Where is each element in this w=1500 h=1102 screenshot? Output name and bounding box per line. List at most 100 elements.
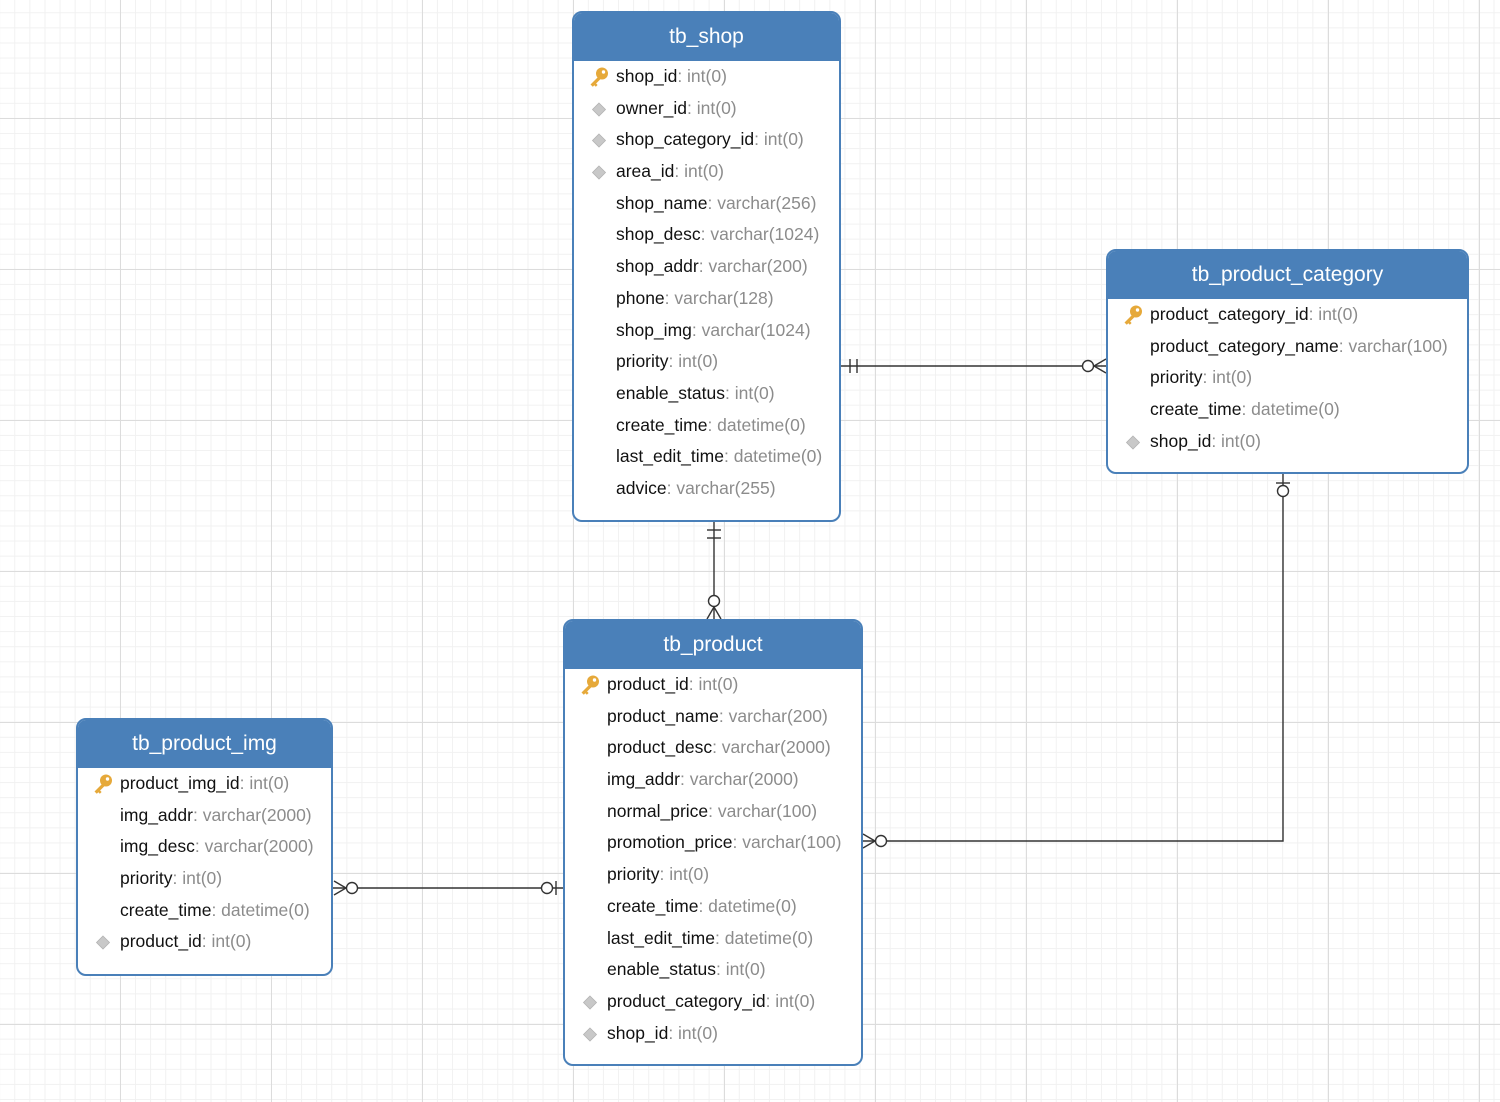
field-row[interactable]: shop_desc: varchar(1024): [574, 219, 839, 251]
relationship-product-product-img[interactable]: [333, 880, 563, 896]
field-row[interactable]: priority: int(0): [574, 346, 839, 378]
field-type: : varchar(1024): [700, 224, 820, 245]
field-type: : int(0): [688, 674, 739, 694]
field-row[interactable]: img_addr: varchar(2000): [78, 800, 331, 832]
field-row[interactable]: priority: int(0): [565, 859, 861, 891]
field-name: shop_addr: [616, 256, 699, 277]
table-header[interactable]: tb_shop: [574, 13, 839, 61]
field-type: : varchar(255): [666, 477, 776, 498]
field-name: priority: [120, 868, 173, 889]
field-list: product_category_id: int(0)product_categ…: [1108, 299, 1467, 457]
field-type: : varchar(2000): [712, 737, 831, 758]
field-name: enable_status: [616, 382, 725, 403]
field-list: product_id: int(0)product_name: varchar(…: [565, 669, 861, 1049]
field-row[interactable]: img_addr: varchar(2000): [565, 764, 861, 796]
field-row[interactable]: product_desc: varchar(2000): [565, 732, 861, 764]
field-type: : int(0): [677, 66, 727, 86]
field-row[interactable]: create_time: datetime(0): [78, 895, 331, 927]
field-name: shop_desc: [616, 224, 701, 245]
field-type: : datetime(0): [714, 927, 814, 948]
field-row[interactable]: product_category_id: int(0): [1108, 299, 1467, 331]
field-name: product_name: [607, 705, 719, 726]
field-row[interactable]: enable_status: int(0): [565, 954, 861, 986]
field-row[interactable]: shop_addr: varchar(200): [574, 251, 839, 283]
table-tb-shop[interactable]: tb_shop shop_id: int(0)owner_id: int(0)s…: [572, 11, 841, 522]
field-row[interactable]: create_time: datetime(0): [574, 410, 839, 442]
field-row[interactable]: last_edit_time: datetime(0): [565, 923, 861, 955]
field-type: : datetime(0): [211, 899, 310, 920]
table-tb-product-category[interactable]: tb_product_category product_category_id:…: [1106, 249, 1469, 474]
field-row[interactable]: create_time: datetime(0): [1108, 394, 1467, 426]
field-row[interactable]: shop_id: int(0): [1108, 426, 1467, 458]
field-type: : varchar(2000): [192, 804, 312, 825]
diamond-icon: [588, 161, 610, 183]
field-type: : varchar(2000): [679, 769, 799, 790]
field-name: product_category_id: [1150, 304, 1309, 324]
field-row[interactable]: enable_status: int(0): [574, 378, 839, 410]
field-name: img_addr: [120, 804, 193, 825]
field-name: priority: [616, 351, 669, 372]
field-row[interactable]: product_id: int(0): [565, 669, 861, 701]
field-name: phone: [616, 287, 665, 308]
field-name: area_id: [616, 161, 675, 182]
field-row[interactable]: normal_price: varchar(100): [565, 796, 861, 828]
field-name: img_desc: [120, 836, 195, 857]
field-row[interactable]: priority: int(0): [1108, 362, 1467, 394]
table-tb-product-img[interactable]: tb_product_img product_img_id: int(0)img…: [76, 718, 333, 976]
field-row[interactable]: create_time: datetime(0): [565, 891, 861, 923]
table-header[interactable]: tb_product_img: [78, 720, 331, 768]
field-row[interactable]: phone: varchar(128): [574, 283, 839, 315]
field-type: : int(0): [1202, 367, 1253, 388]
field-name: enable_status: [607, 959, 716, 980]
relationship-shop-product-category[interactable]: [841, 358, 1107, 374]
field-name: owner_id: [616, 97, 688, 118]
table-header[interactable]: tb_product: [565, 621, 861, 669]
field-name: product_img_id: [120, 773, 240, 793]
field-name: create_time: [1150, 399, 1242, 420]
field-name: last_edit_time: [616, 446, 724, 467]
field-type: : varchar(128): [664, 287, 774, 308]
field-type: : int(0): [724, 382, 775, 403]
field-type: : int(0): [687, 97, 737, 118]
field-row[interactable]: shop_name: varchar(256): [574, 188, 839, 220]
field-row[interactable]: product_id: int(0): [78, 926, 331, 958]
field-type: : int(0): [1211, 430, 1261, 451]
field-type: : datetime(0): [1241, 399, 1340, 420]
field-list: shop_id: int(0)owner_id: int(0)shop_cate…: [574, 61, 839, 505]
relationship-shop-product[interactable]: [706, 522, 722, 620]
field-type: : varchar(200): [718, 705, 828, 726]
field-row[interactable]: product_img_id: int(0): [78, 768, 331, 800]
diamond-icon: [579, 991, 601, 1013]
field-type: : int(0): [201, 931, 252, 952]
field-row[interactable]: promotion_price: varchar(100): [565, 827, 861, 859]
field-row[interactable]: advice: varchar(255): [574, 473, 839, 505]
field-name: shop_id: [607, 1022, 669, 1043]
field-row[interactable]: shop_category_id: int(0): [574, 124, 839, 156]
field-name: create_time: [607, 895, 699, 916]
relationship-product-category-product[interactable]: [862, 474, 1290, 849]
table-tb-product[interactable]: tb_product product_id: int(0)product_nam…: [563, 619, 863, 1066]
field-row[interactable]: shop_id: int(0): [565, 1018, 861, 1050]
field-name: shop_category_id: [616, 129, 755, 150]
field-row[interactable]: product_name: varchar(200): [565, 701, 861, 733]
key-icon: [588, 66, 610, 88]
field-type: : int(0): [239, 773, 290, 793]
field-row[interactable]: shop_id: int(0): [574, 61, 839, 93]
field-row[interactable]: owner_id: int(0): [574, 93, 839, 125]
field-row[interactable]: product_category_id: int(0): [565, 986, 861, 1018]
field-name: advice: [616, 477, 667, 498]
field-row[interactable]: last_edit_time: datetime(0): [574, 441, 839, 473]
field-row[interactable]: shop_img: varchar(1024): [574, 315, 839, 347]
field-type: : int(0): [674, 161, 724, 182]
field-type: : varchar(200): [698, 256, 808, 277]
field-row[interactable]: product_category_name: varchar(100): [1108, 331, 1467, 363]
field-row[interactable]: img_desc: varchar(2000): [78, 831, 331, 863]
field-row[interactable]: priority: int(0): [78, 863, 331, 895]
field-row[interactable]: area_id: int(0): [574, 156, 839, 188]
field-list: product_img_id: int(0)img_addr: varchar(…: [78, 768, 331, 958]
field-type: : varchar(256): [707, 192, 817, 213]
field-type: : int(0): [715, 959, 766, 980]
field-type: : int(0): [1308, 304, 1359, 324]
table-header[interactable]: tb_product_category: [1108, 251, 1467, 299]
diamond-icon: [1122, 431, 1144, 453]
